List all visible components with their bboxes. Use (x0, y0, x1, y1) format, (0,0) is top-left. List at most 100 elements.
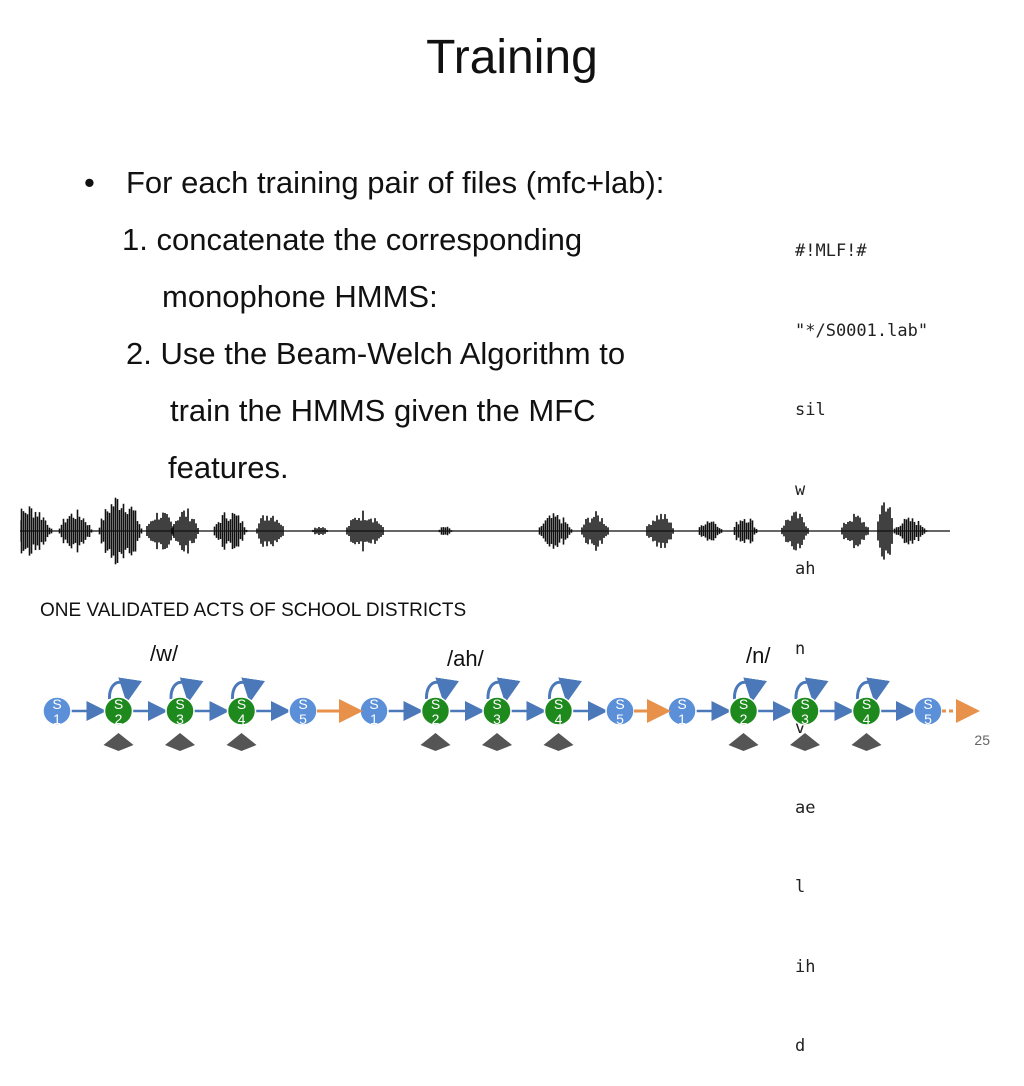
hmm-state-index: 5 (616, 711, 624, 727)
waveform-burst (877, 502, 893, 560)
mlf-line: n (795, 638, 806, 659)
waveform-burst (438, 526, 453, 536)
hmm-state-node (420, 696, 451, 726)
emission-distribution-icon (103, 733, 134, 751)
hmm-state-node (728, 696, 759, 726)
self-loop-arrow (732, 677, 768, 703)
waveform-burst (146, 512, 174, 550)
hmm-state-index: 4 (555, 711, 563, 727)
self-loop-arrow (424, 677, 460, 703)
hmm-state-index: 2 (115, 711, 123, 727)
hmm-state-index: 2 (432, 711, 440, 727)
bullet-text: For each training pair of files (mfc+lab… (126, 165, 665, 200)
waveform-burst (98, 497, 143, 565)
phone-label-n: /n/ (746, 643, 771, 668)
emission-distribution-icon (851, 733, 882, 751)
hmm-state-index: 3 (493, 711, 501, 727)
waveform-burst (312, 527, 328, 535)
self-loop-arrow (547, 677, 583, 703)
utterance-caption: ONE VALIDATED ACTS OF SCHOOL DISTRICTS (40, 600, 467, 621)
hmm-state-label: S (175, 696, 184, 712)
step-2-line-1: 2. Use the Beam-Welch Algorithm to (126, 336, 626, 371)
hmm-state-label: S (114, 696, 123, 712)
hmm-state-node (165, 696, 195, 726)
hmm-state-label: S (52, 696, 61, 712)
step-2-line-3: features. (168, 450, 289, 485)
hmm-state-index: 3 (176, 711, 184, 727)
emission-distribution-icon (165, 733, 195, 751)
step-2-line-2: train the HMMS given the MFC (170, 393, 596, 428)
emission-distribution-icon (543, 733, 574, 751)
waveform-burst (346, 510, 384, 552)
mlf-line: ah (795, 559, 816, 579)
bullet-dot: • (84, 165, 95, 200)
self-loop-arrow (230, 677, 266, 703)
hmm-state-index: 1 (53, 711, 61, 727)
waveform-burst (538, 513, 573, 549)
mlf-line: sil (795, 400, 826, 420)
emission-distribution-icon (790, 733, 820, 751)
step-1-line-1: 1. concatenate the corresponding (122, 222, 583, 257)
mlf-label-file: #!MLF!# "*/S0001.lab" sil w ah n v ae l … (795, 185, 928, 1086)
step-1-line-2: monophone HMMS: (162, 279, 438, 314)
emission-distribution-icon (482, 733, 512, 751)
hmm-state-label: S (739, 696, 748, 712)
emission-distribution-icon (728, 733, 759, 751)
hmm-state-label: S (615, 696, 624, 712)
hmm-state-node (42, 696, 72, 726)
hmm-state-node (790, 696, 820, 726)
bullet-line-1: • For each training pair of files (mfc+l… (84, 154, 784, 211)
hmm-state-index: 5 (924, 711, 932, 727)
waveform-burst (646, 513, 674, 549)
hmm-state-index: 5 (299, 711, 307, 727)
hmm-state-node (851, 696, 882, 726)
waveform-burst (781, 511, 809, 551)
waveform-burst (581, 511, 609, 551)
waveform-burst (733, 518, 758, 544)
mlf-line: w (795, 479, 806, 500)
mlf-line: l (795, 877, 806, 897)
slide-title: Training (426, 31, 598, 84)
bullet-list: • For each training pair of files (mfc+l… (84, 154, 784, 496)
hmm-state-index: 3 (801, 711, 809, 727)
phone-label-ah: /ah/ (447, 646, 484, 671)
hmm-state-label: S (298, 696, 307, 712)
self-loop-arrow (486, 677, 521, 703)
hmm-state-index: 4 (863, 711, 871, 727)
hmm-state-node (103, 696, 134, 726)
hmm-state-label: S (492, 696, 501, 712)
hmm-state-label: S (554, 696, 563, 712)
hmm-state-index: 2 (740, 711, 748, 727)
hmm-state-label: S (923, 696, 932, 712)
hmm-state-label: S (431, 696, 440, 712)
self-loop-arrow (794, 677, 829, 703)
hmm-state-node (543, 696, 574, 726)
emission-distribution-icon (420, 733, 451, 751)
hmm-state-index: 1 (678, 711, 686, 727)
mlf-line: d (795, 1036, 806, 1056)
waveform-burst (171, 508, 199, 554)
waveform-burst (213, 512, 248, 550)
speech-waveform-image (20, 497, 950, 565)
hmm-state-index: 1 (370, 711, 378, 727)
self-loop-arrow (107, 677, 143, 703)
hmm-state-node (226, 696, 257, 726)
phone-label-w: /w/ (150, 641, 179, 666)
waveform-burst (698, 521, 723, 541)
hmm-state-label: S (862, 696, 871, 712)
waveform-burst (841, 513, 869, 549)
hmm-state-node (482, 696, 512, 726)
mlf-line: ae (795, 797, 816, 818)
hmm-state-label: S (800, 696, 809, 712)
hmm-state-label: S (677, 696, 686, 712)
mlf-line: v (795, 718, 806, 738)
mlf-line: #!MLF!# (795, 241, 867, 261)
self-loop-arrow (169, 677, 204, 703)
waveform-burst (893, 517, 928, 545)
waveform-burst (20, 506, 53, 556)
emission-distribution-icon (226, 733, 257, 751)
